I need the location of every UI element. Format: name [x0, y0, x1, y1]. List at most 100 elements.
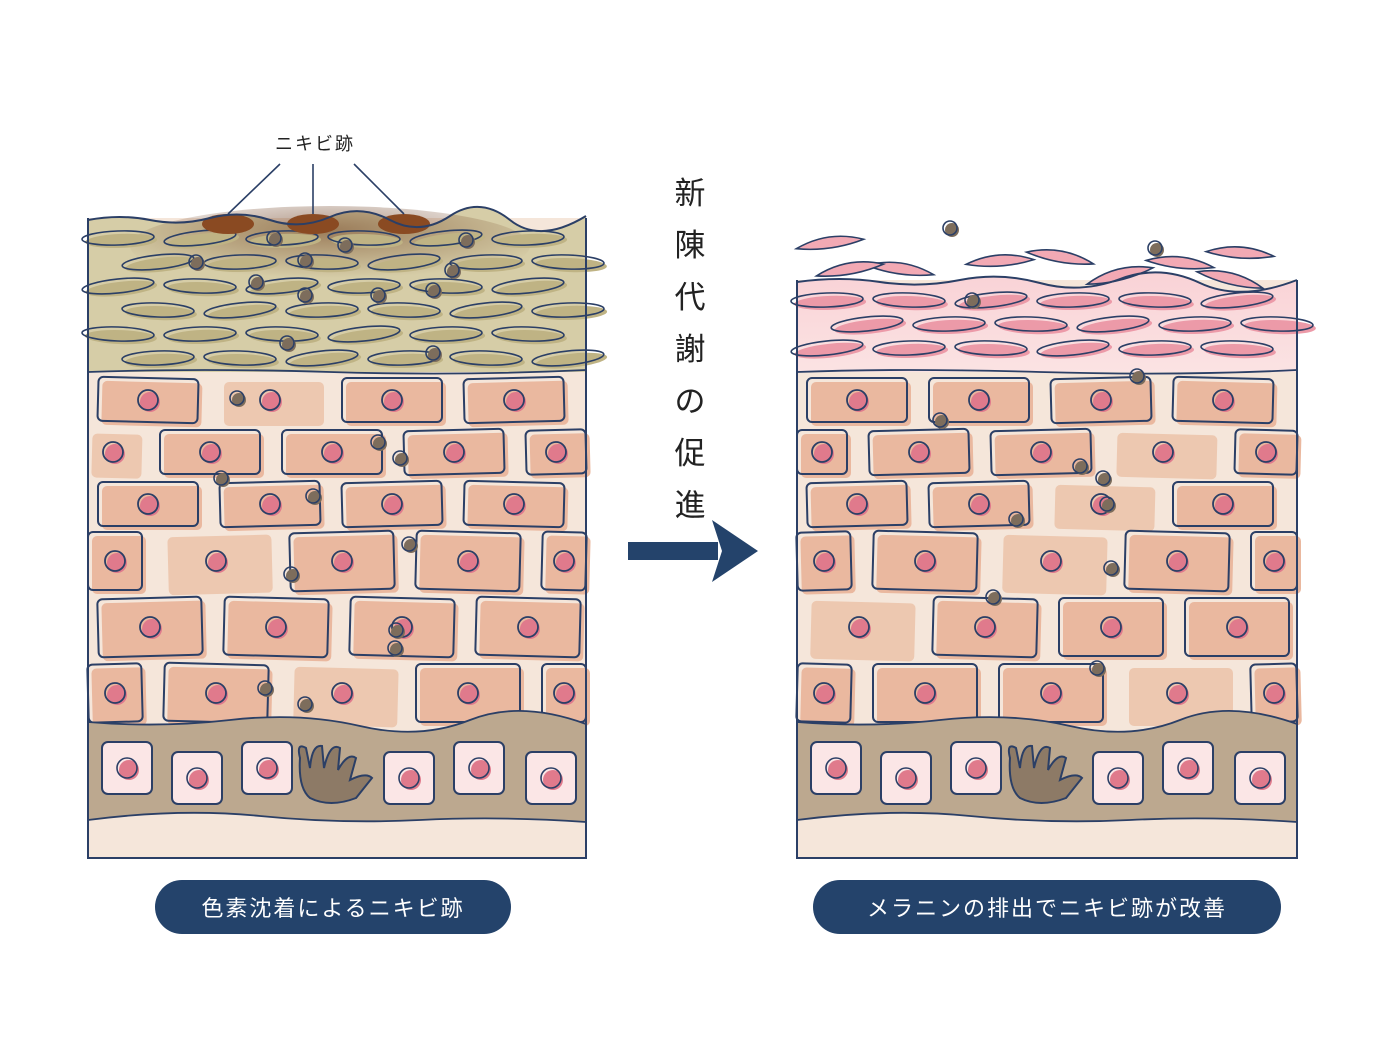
cell [293, 666, 399, 728]
cell [97, 481, 202, 530]
flake-outline [327, 230, 401, 246]
melanin-outline [370, 287, 386, 303]
callout-line-1 [227, 163, 281, 215]
flake-outline [531, 254, 605, 270]
nucleus-outline [503, 389, 525, 411]
shed-flake [793, 235, 867, 251]
nucleus-outline [1040, 550, 1062, 572]
flake-outline [1240, 316, 1314, 332]
cell [795, 662, 856, 727]
cell [87, 531, 146, 594]
flake-fill [167, 232, 240, 249]
flake-outline [994, 316, 1068, 332]
flake-fill [371, 256, 444, 273]
flake-outline [1200, 291, 1274, 309]
cell [1116, 432, 1218, 480]
basal-nucleus-outline [540, 767, 562, 789]
title-char: 謝 [674, 332, 706, 368]
cell-outline [340, 479, 444, 529]
basal-nucleus-outline [965, 757, 987, 779]
flake-fill [289, 352, 362, 369]
layer-boundary [796, 369, 1298, 375]
nucleus-outline [974, 616, 996, 638]
cell-outline [281, 429, 383, 475]
nucleus-outline [381, 493, 403, 515]
melanin-outline [1103, 560, 1119, 576]
nucleus-outline [1090, 389, 1112, 411]
melanocyte-icon [297, 744, 374, 804]
cell [806, 377, 911, 426]
melanin-outline [297, 252, 313, 268]
nucleus-outline [137, 389, 159, 411]
flake-outline [121, 350, 195, 366]
melanin-outline [266, 230, 282, 246]
cell [1123, 529, 1234, 596]
flake-outline [245, 326, 319, 342]
nucleus-outline [517, 616, 539, 638]
nucleus-outline [457, 682, 479, 704]
cell [805, 479, 912, 532]
cell-outline [805, 479, 909, 529]
cell-outline [222, 595, 330, 659]
basal-nucleus-outline [468, 757, 490, 779]
melanin-outline [392, 450, 408, 466]
flake-outline [790, 339, 864, 357]
nucleus-outline [908, 441, 930, 463]
flake-outline [121, 302, 195, 318]
nucleus-outline [457, 550, 479, 572]
cell-outline [341, 377, 443, 423]
melanin-outline [305, 488, 321, 504]
flake-outline [203, 301, 277, 319]
nucleus-outline [1040, 682, 1062, 704]
skin-surface-line [87, 205, 587, 232]
basal-nucleus-outline [256, 757, 278, 779]
nucleus-outline [381, 389, 403, 411]
cell-outline [927, 479, 1031, 529]
nucleus-outline [553, 550, 575, 572]
acne-scar [378, 214, 430, 234]
cell [1002, 534, 1108, 596]
layer-boundary [87, 369, 587, 375]
flake-outline [1158, 316, 1232, 332]
title-char: 促 [674, 436, 706, 472]
cell-outline [989, 427, 1093, 477]
cell-outline [414, 529, 522, 593]
shed-flake [1194, 269, 1266, 290]
cell [871, 529, 982, 596]
flake-outline [449, 350, 523, 366]
flake-outline [830, 315, 904, 333]
flake-fill [794, 342, 867, 359]
flake-outline [449, 301, 523, 319]
flake-outline [81, 277, 155, 295]
flake-outline [367, 253, 441, 271]
melanin-outline [388, 622, 404, 638]
cell [402, 427, 509, 480]
cell-outline [462, 479, 566, 529]
cell [96, 375, 203, 428]
nucleus-outline [914, 550, 936, 572]
nucleus-outline [1263, 682, 1285, 704]
cell [810, 600, 916, 662]
melanin-outline [942, 220, 958, 236]
melanin-outline [1072, 458, 1088, 474]
nucleus-outline [1100, 616, 1122, 638]
flake-outline [531, 349, 605, 367]
cell [91, 433, 143, 479]
basal-nucleus-outline [1249, 767, 1271, 789]
cell [474, 595, 585, 662]
cell [462, 375, 569, 428]
flake-outline [491, 277, 565, 295]
flake-outline [409, 278, 483, 294]
melanin-outline [1095, 470, 1111, 486]
cell-outline [1058, 597, 1164, 657]
callout-line-3 [353, 163, 405, 215]
nucleus-outline [813, 550, 835, 572]
flake-outline [163, 326, 237, 342]
nucleus-outline [1030, 441, 1052, 463]
melanin-outline [458, 232, 474, 248]
panel-frame [796, 280, 1298, 859]
flake-outline [121, 253, 195, 271]
melanin-outline [297, 287, 313, 303]
cell-outline [1049, 375, 1153, 425]
nucleus-outline [104, 550, 126, 572]
